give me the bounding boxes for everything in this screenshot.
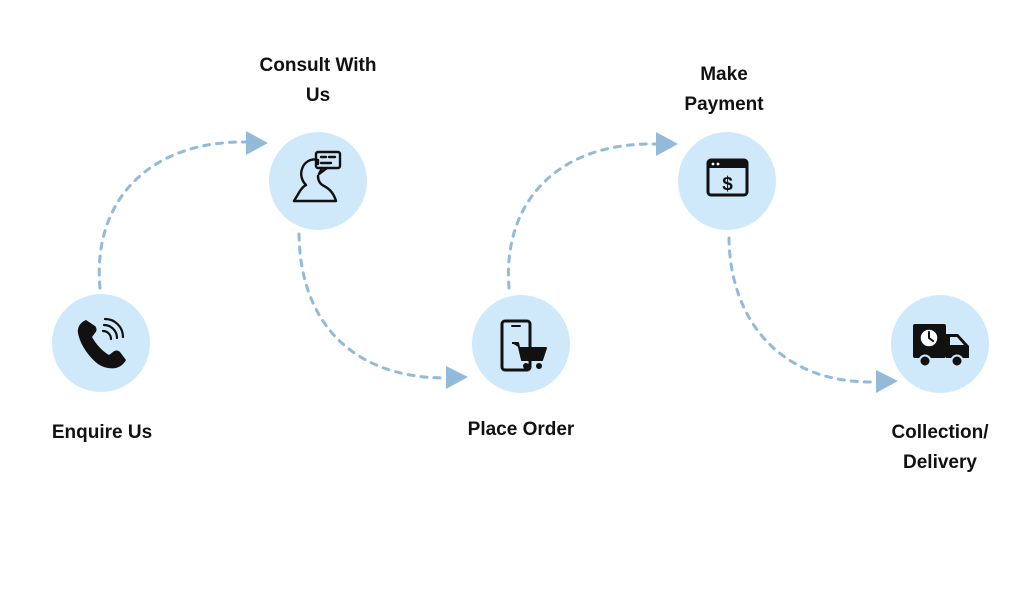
- arrowhead-to-order: [446, 366, 468, 389]
- svg-text:$: $: [722, 174, 733, 195]
- step-circle-enquire: [52, 294, 150, 392]
- arrowhead-to-payment: [656, 132, 678, 156]
- connector-consult-to-order: [297, 232, 448, 380]
- consultation-chat-icon: [292, 150, 342, 203]
- arrowhead-to-delivery: [876, 370, 898, 393]
- mobile-cart-icon: [500, 319, 547, 372]
- connector-payment-to-delivery: [727, 236, 878, 384]
- connector-enquire-to-consult: [97, 140, 250, 290]
- step-label-consult: Consult With Us: [259, 55, 377, 106]
- payment-dollar-icon: $: [706, 158, 749, 197]
- step-circle-order: [472, 295, 570, 393]
- step-label-order: Place Order: [467, 419, 575, 440]
- step-label-payment: Make Payment: [684, 64, 764, 115]
- step-circle-payment: [678, 132, 776, 230]
- arrowhead-to-consult: [246, 131, 268, 155]
- connector-order-to-payment: [506, 142, 658, 290]
- step-label-delivery: Collection/ Delivery: [891, 422, 989, 473]
- delivery-truck-icon: [913, 324, 969, 368]
- phone-icon: [77, 317, 126, 369]
- step-label-enquire: Enquire Us: [51, 422, 153, 443]
